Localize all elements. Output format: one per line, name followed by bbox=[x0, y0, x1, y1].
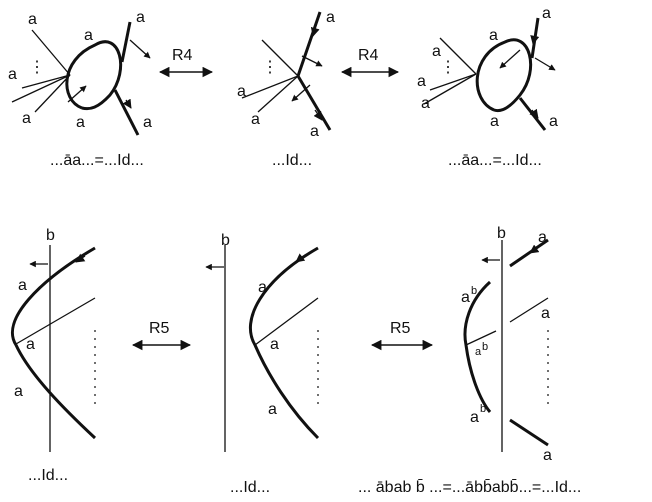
label-a: a bbox=[310, 123, 319, 140]
dots: ⋮ bbox=[29, 59, 45, 76]
label-a: a bbox=[268, 401, 277, 418]
label-a: a bbox=[432, 43, 441, 60]
label-a: a bbox=[326, 9, 335, 26]
label-a: a bbox=[251, 111, 260, 128]
label-a: a bbox=[541, 305, 550, 322]
label-a: a bbox=[542, 5, 551, 22]
label-a: a bbox=[8, 66, 17, 83]
r4-right-panel bbox=[423, 17, 556, 131]
dots: ⋮ bbox=[262, 59, 278, 76]
label-a: a bbox=[136, 9, 145, 26]
move-label-r4: R4 bbox=[358, 47, 379, 64]
label-a: a bbox=[143, 114, 152, 131]
dots: ⋮ bbox=[440, 59, 456, 76]
label-b: b bbox=[497, 225, 506, 242]
r4-left-panel bbox=[11, 21, 151, 136]
move-label-r5: R5 bbox=[149, 320, 170, 337]
label-a: a bbox=[237, 83, 246, 100]
label-a: a bbox=[489, 27, 498, 44]
label-a: a bbox=[84, 27, 93, 44]
label-a: a bbox=[538, 229, 547, 246]
superscript-b: b bbox=[482, 341, 488, 353]
label-a: a bbox=[270, 336, 279, 353]
label-a: a bbox=[28, 11, 37, 28]
superscript-b: b bbox=[471, 285, 477, 297]
r5-mid-panel bbox=[205, 245, 320, 452]
label-a: a bbox=[421, 95, 430, 112]
label-a: a bbox=[18, 277, 27, 294]
caption-bot-left: ...Id... bbox=[28, 467, 68, 484]
move-label-r5: R5 bbox=[390, 320, 411, 337]
label-a: a bbox=[549, 113, 558, 130]
caption-bot-mid: ...Id... bbox=[230, 479, 270, 496]
label-a: a bbox=[22, 110, 31, 127]
label-b: b bbox=[221, 232, 230, 249]
label-a: a bbox=[461, 289, 470, 306]
r4-mid-panel bbox=[241, 11, 332, 131]
caption-top-left: ...āa...=...Id... bbox=[50, 152, 144, 169]
label-a: a bbox=[470, 409, 479, 426]
caption-top-right: ...āa...=...Id... bbox=[448, 152, 542, 169]
r5-right-panel bbox=[463, 238, 549, 452]
label-a: a bbox=[258, 279, 267, 296]
caption-bot-right: ... ābab b̄ ...=...ābb̄abb̄...=...Id... bbox=[358, 479, 581, 496]
label-a: a bbox=[490, 113, 499, 130]
label-a: a bbox=[543, 447, 552, 464]
label-a: a bbox=[417, 73, 426, 90]
label-a: a bbox=[76, 114, 85, 131]
label-a: a bbox=[475, 346, 482, 358]
label-a: a bbox=[26, 336, 35, 353]
label-a: a bbox=[14, 383, 23, 400]
superscript-b: b bbox=[480, 403, 486, 415]
move-label-r4: R4 bbox=[172, 47, 193, 64]
label-b: b bbox=[46, 227, 55, 244]
r5-left-panel bbox=[10, 245, 97, 452]
caption-top-mid: ...Id... bbox=[272, 152, 312, 169]
